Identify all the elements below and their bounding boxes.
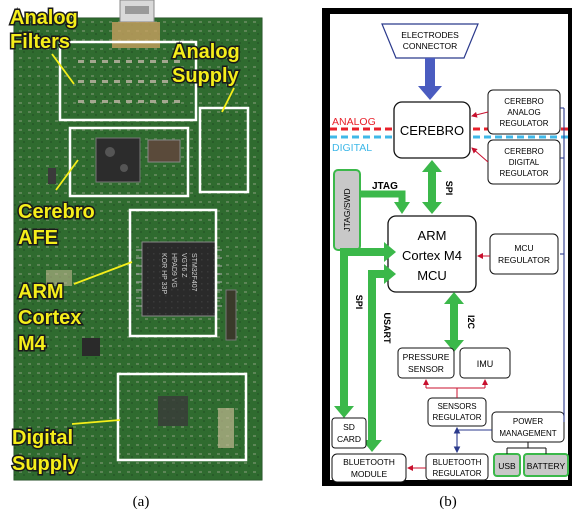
sensors-reg-text-2: REGULATOR: [432, 413, 481, 422]
svg-text:HPAD9 VG: HPAD9 VG: [170, 253, 177, 288]
board-photo-panel: STM32F407 VGT6 Z HPAD9 VG KOR HP 33P: [8, 0, 276, 482]
arm-label-3: MCU: [417, 268, 447, 283]
label-digital-supply-2: Supply: [12, 453, 80, 475]
sd-text-2: CARD: [337, 434, 361, 444]
imu-block: [459, 347, 511, 379]
cerebro-digital-reg-text-2: DIGITAL: [509, 158, 540, 167]
power-text-1: POWER: [513, 417, 543, 426]
cerebro-analog-reg-text-2: ANALOG: [507, 108, 540, 117]
caption-b: (b): [439, 494, 457, 510]
usart-label: USART: [382, 313, 392, 345]
analog-filters-region: [58, 40, 198, 122]
arm-region: [128, 208, 218, 338]
arm-chip: [141, 241, 217, 317]
cerebro-analog-reg-text-1: CEREBRO: [504, 97, 544, 106]
cerebro-digital-reg-text-3: REGULATOR: [499, 169, 548, 178]
bt-module-text-2: MODULE: [351, 469, 388, 479]
block-diagram: ELECTRODES CONNECTOR ANALOG DIGITAL CERE…: [322, 8, 572, 486]
block-diagram-panel: ELECTRODES CONNECTOR ANALOG DIGITAL CERE…: [322, 8, 572, 486]
digital-label: DIGITAL: [332, 142, 372, 154]
jtag-swd-label: JTAG/SWD: [342, 188, 352, 231]
cerebro-block: [393, 101, 471, 159]
arm-label-1: ARM: [418, 228, 447, 243]
bluetooth-module-block: [331, 453, 407, 483]
label-analog-filters-1: Analog: [10, 7, 78, 29]
label-analog-filters-2: Filters: [10, 31, 70, 53]
pressure-text-1: PRESSURE: [403, 352, 450, 362]
label-arm-3: M4: [18, 333, 47, 355]
cerebro-label: CEREBRO: [400, 123, 464, 138]
power-text-2: MANAGEMENT: [499, 429, 556, 438]
label-arm-1: ARM: [18, 281, 64, 303]
cerebro-analog-reg-text-3: REGULATOR: [499, 119, 548, 128]
mcu-regulator: [489, 233, 559, 275]
label-digital-supply-1: Digital: [12, 427, 73, 449]
electrode-arrow: [425, 58, 435, 88]
board-photo: STM32F407 VGT6 Z HPAD9 VG KOR HP 33P: [9, 0, 263, 481]
svg-text:VGT6 Z: VGT6 Z: [180, 253, 187, 278]
sd-text-1: SD: [343, 422, 355, 432]
label-analog-supply-1: Analog: [172, 41, 240, 63]
caption-a: (a): [132, 494, 150, 510]
battery-text: BATTERY: [527, 461, 566, 471]
label-cerebro-afe-2: AFE: [18, 227, 58, 249]
i2c-label: I2C: [466, 315, 476, 330]
spi-left-label: SPI: [354, 295, 364, 310]
sensors-reg-text-1: SENSORS: [437, 402, 476, 411]
analog-label: ANALOG: [332, 116, 376, 128]
usb-text: USB: [498, 461, 516, 471]
svg-text:KOR HP 33P: KOR HP 33P: [160, 253, 167, 294]
arm-label-2: Cortex M4: [402, 248, 462, 263]
electrodes-label-2: CONNECTOR: [403, 41, 458, 51]
bt-reg-text-1: BLUETOOTH: [433, 458, 482, 467]
pressure-text-2: SENSOR: [408, 364, 444, 374]
digital-supply-region: [116, 372, 248, 462]
bluetooth-regulator: [425, 453, 489, 481]
electrodes-label-1: ELECTRODES: [401, 30, 459, 40]
imu-text: IMU: [477, 359, 494, 369]
bt-module-text-1: BLUETOOTH: [343, 457, 395, 467]
mcu-reg-text-2: REGULATOR: [498, 255, 550, 265]
cerebro-chip: [95, 137, 141, 183]
cerebro-afe-region: [68, 126, 190, 198]
sd-card-block: [331, 417, 367, 449]
cerebro-digital-reg-text-1: CEREBRO: [504, 147, 544, 156]
label-arm-2: Cortex: [18, 307, 81, 329]
electrodes-connector: [381, 23, 479, 59]
jtag-label: JTAG: [372, 181, 398, 192]
mcu-reg-text-1: MCU: [514, 243, 533, 253]
bt-reg-text-2: REGULATOR: [432, 469, 481, 478]
label-analog-supply-2: Supply: [172, 65, 240, 87]
crystal: [147, 139, 181, 163]
svg-text:STM32F407: STM32F407: [190, 253, 197, 292]
spi-top-label: SPI: [444, 181, 454, 196]
pressure-sensor-block: [397, 347, 455, 379]
label-cerebro-afe-1: Cerebro: [18, 201, 95, 223]
